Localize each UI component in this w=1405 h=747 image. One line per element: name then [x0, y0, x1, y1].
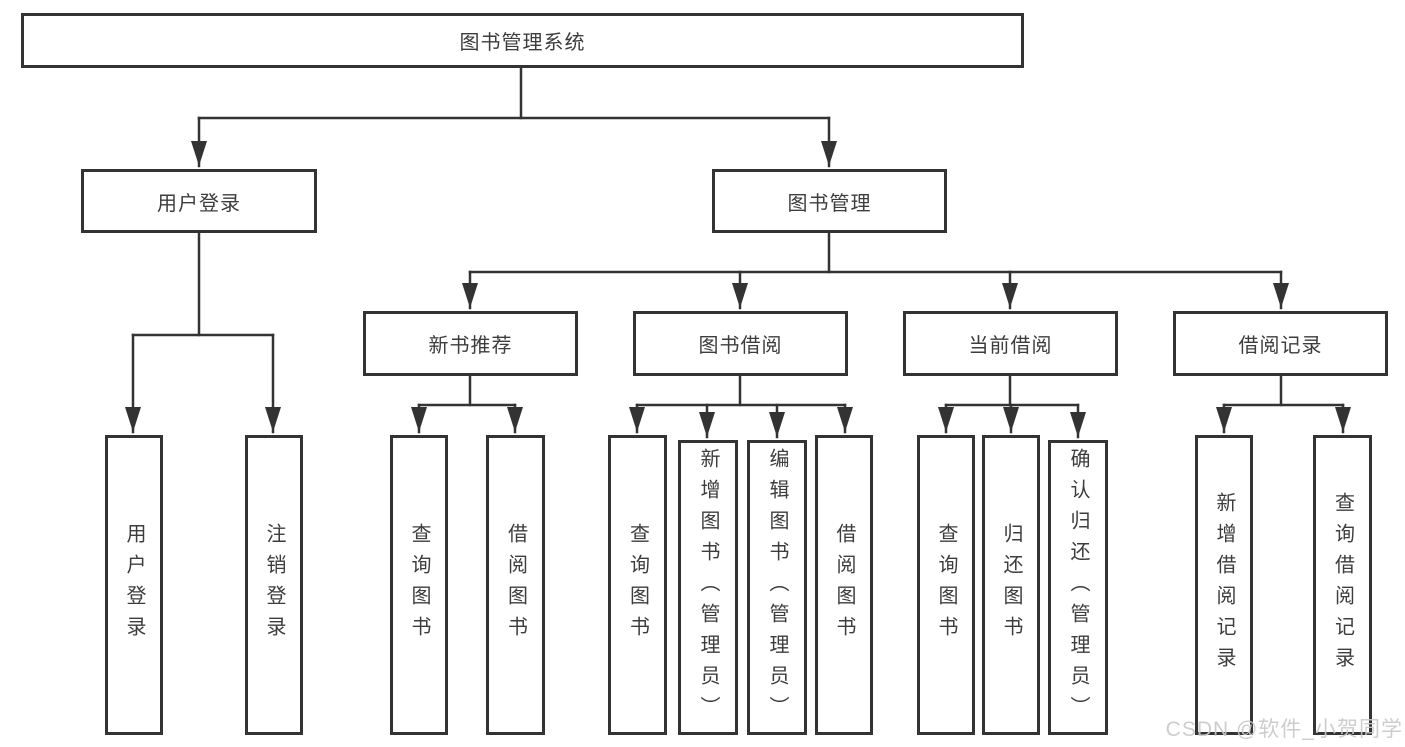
node-user-login: 用户登录: [81, 169, 317, 233]
leaf-borrow-books-borrowing: 借阅图书: [815, 435, 873, 735]
node-current-borrowing-label: 当前借阅: [968, 335, 1053, 357]
node-current-borrowing: 当前借阅: [903, 311, 1118, 376]
leaf-add-borrow-record-label: 新增借阅记录: [1213, 492, 1235, 678]
leaf-add-books-admin: 新增图书（管理员）: [678, 440, 738, 735]
leaf-edit-books-admin: 编辑图书（管理员）: [747, 440, 807, 735]
leaf-return-books: 归还图书: [982, 435, 1040, 735]
node-user-login-label: 用户登录: [157, 192, 241, 215]
leaf-borrow-books-recommend-label: 借阅图书: [504, 523, 527, 647]
node-new-book-recommendation: 新书推荐: [363, 311, 578, 376]
leaf-borrow-books-borrowing-label: 借阅图书: [833, 523, 855, 647]
leaf-confirm-return-admin: 确认归还（管理员）: [1048, 440, 1108, 735]
node-borrowing-records-label: 借阅记录: [1238, 335, 1323, 357]
leaf-query-borrow-record: 查询借阅记录: [1313, 435, 1372, 735]
leaf-add-borrow-record: 新增借阅记录: [1195, 435, 1253, 735]
leaf-query-books-recommend: 查询图书: [390, 435, 448, 735]
leaf-borrow-books-recommend: 借阅图书: [486, 435, 545, 735]
leaf-query-borrow-record-label: 查询借阅记录: [1331, 492, 1354, 678]
leaf-logout: 注销登录: [245, 435, 303, 735]
leaf-user-login-label: 用户登录: [123, 523, 145, 647]
node-book-borrowing-label: 图书借阅: [698, 335, 783, 357]
leaf-add-books-admin-label: 新增图书（管理员）: [697, 448, 719, 727]
node-new-book-recommendation-label: 新书推荐: [428, 335, 513, 357]
node-book-borrowing: 图书借阅: [633, 311, 848, 376]
watermark-text: CSDN @软件_小贺同学: [1165, 718, 1403, 741]
leaf-logout-label: 注销登录: [263, 523, 285, 647]
leaf-query-books-current-label: 查询图书: [935, 523, 957, 647]
leaf-query-books-recommend-label: 查询图书: [408, 523, 430, 647]
node-root: 图书管理系统: [21, 13, 1024, 68]
node-book-management: 图书管理: [712, 169, 947, 233]
node-borrowing-records: 借阅记录: [1173, 311, 1388, 376]
leaf-query-books-borrowing-label: 查询图书: [626, 523, 649, 647]
leaf-confirm-return-admin-label: 确认归还（管理员）: [1067, 448, 1089, 727]
node-book-management-label: 图书管理: [787, 192, 872, 215]
node-root-label: 图书管理系统: [459, 32, 586, 54]
leaf-return-books-label: 归还图书: [1000, 523, 1022, 647]
leaf-edit-books-admin-label: 编辑图书（管理员）: [766, 448, 788, 727]
leaf-user-login: 用户登录: [105, 435, 163, 735]
leaf-query-books-current: 查询图书: [917, 435, 975, 735]
leaf-query-books-borrowing: 查询图书: [608, 435, 667, 735]
